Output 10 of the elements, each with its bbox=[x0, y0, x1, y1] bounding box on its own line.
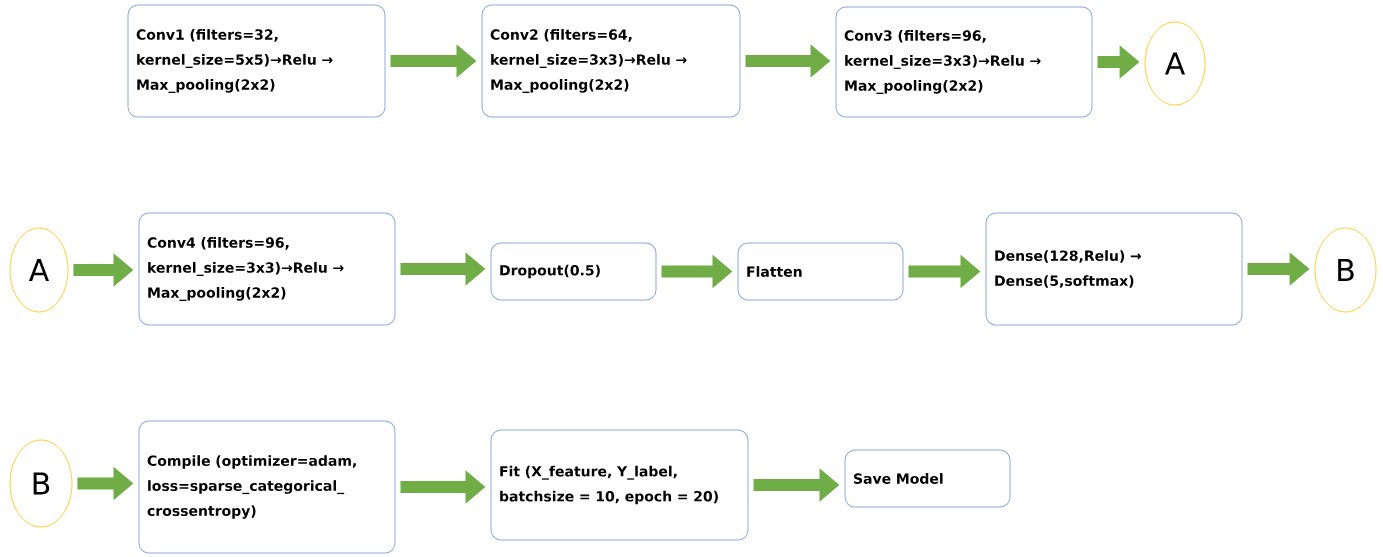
process-box: Fit (X_feature, Y_label, batchsize = 10, epoch = 20) bbox=[490, 429, 749, 541]
process-box: Dropout(0.5) bbox=[490, 242, 657, 301]
process-box: Dense(128,Relu) → Dense(5,softmax) bbox=[985, 212, 1243, 326]
process-box: Compile (optimizer=adam, loss=sparse_categorical_crossentropy) bbox=[138, 420, 396, 554]
process-box: Flatten bbox=[737, 242, 904, 301]
process-box: Save Model bbox=[844, 449, 1011, 508]
process-box: Conv1 (filters=32, kernel_size=5x5)→Relu → Max_pooling(2x2) bbox=[127, 4, 386, 118]
process-box: Conv4 (filters=96, kernel_size=3x3)→Relu → Max_pooling(2x2) bbox=[138, 212, 396, 326]
process-box: Conv3 (filters=96, kernel_size=3x3)→Relu → Max_pooling(2x2) bbox=[835, 6, 1093, 118]
process-box: Conv2 (filters=64, kernel_size=3x3)→Relu → Max_pooling(2x2) bbox=[481, 4, 741, 118]
